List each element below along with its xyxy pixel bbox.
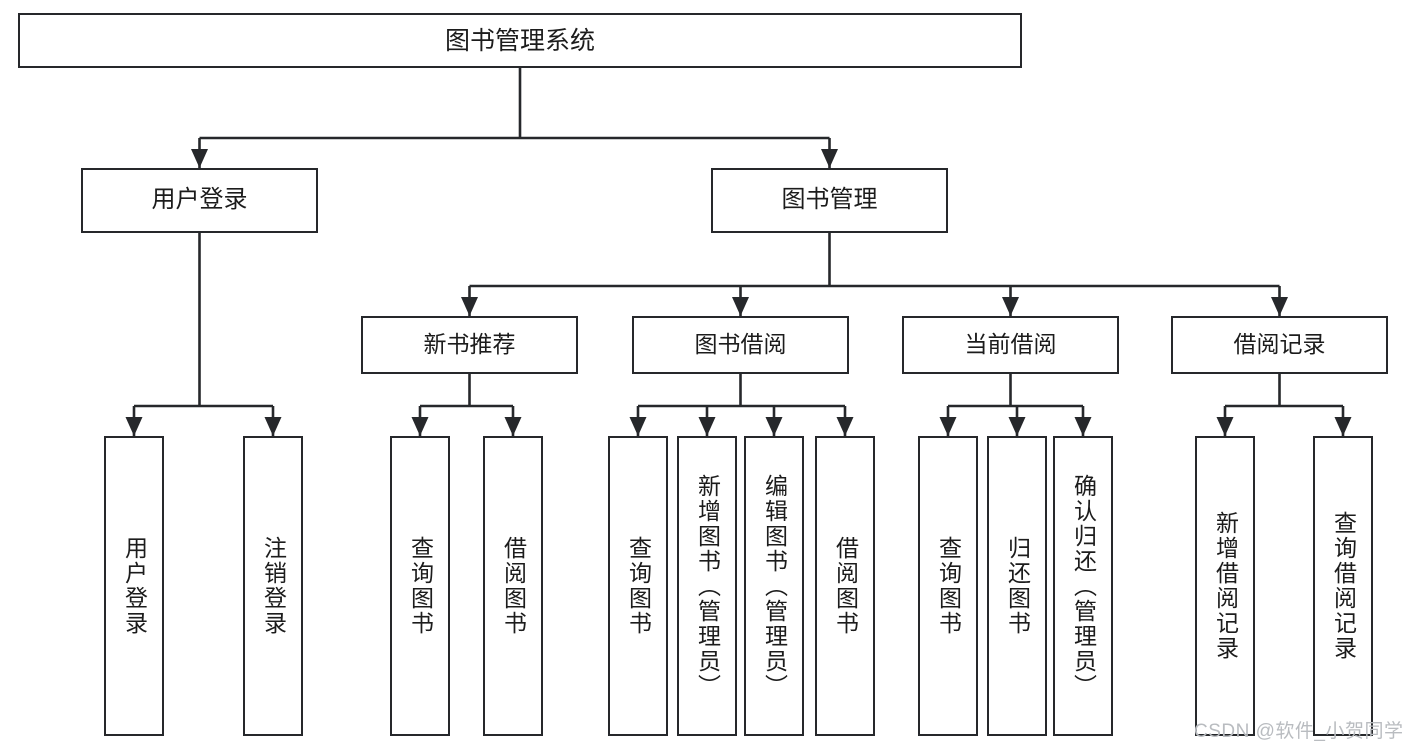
arrowhead-leaf-return-book xyxy=(1008,417,1026,436)
arrowhead-leaf-borrow-book-2 xyxy=(836,417,854,436)
node-label-book-manage: 图书管理 xyxy=(781,186,878,214)
node-label-leaf-borrow-book-1: 借阅图书 xyxy=(500,536,527,636)
node-label-leaf-query-book-3: 查询图书 xyxy=(935,536,962,636)
arrowhead-book-borrow xyxy=(732,297,749,316)
arrowhead-leaf-query-record xyxy=(1334,417,1352,436)
node-label-leaf-return-book: 归还图书 xyxy=(1004,536,1031,636)
node-new-book-recommend[interactable]: 新书推荐 xyxy=(361,316,578,374)
arrowhead-leaf-confirm-return xyxy=(1074,417,1092,436)
node-book-borrow[interactable]: 图书借阅 xyxy=(632,316,849,374)
arrowhead-leaf-edit-book xyxy=(765,417,783,436)
node-label-leaf-borrow-book-2: 借阅图书 xyxy=(832,536,859,636)
arrowhead-borrow-record xyxy=(1271,297,1288,316)
node-label-borrow-record: 借阅记录 xyxy=(1233,331,1326,358)
node-leaf-edit-book[interactable]: 编辑图书（管理员） xyxy=(744,436,804,736)
node-leaf-borrow-book-2[interactable]: 借阅图书 xyxy=(815,436,875,736)
node-leaf-return-book[interactable]: 归还图书 xyxy=(987,436,1047,736)
node-leaf-confirm-return[interactable]: 确认归还（管理员） xyxy=(1053,436,1113,736)
arrowhead-user-login xyxy=(191,149,208,168)
node-leaf-user-login[interactable]: 用户登录 xyxy=(104,436,164,736)
arrowhead-leaf-query-book-3 xyxy=(939,417,957,436)
node-label-leaf-edit-book: 编辑图书（管理员） xyxy=(761,473,788,699)
node-root[interactable]: 图书管理系统 xyxy=(18,13,1022,68)
arrowhead-leaf-add-book xyxy=(698,417,716,436)
arrowhead-new-book-recommend xyxy=(461,297,478,316)
node-label-leaf-add-record: 新增借阅记录 xyxy=(1212,511,1239,661)
node-leaf-add-book[interactable]: 新增图书（管理员） xyxy=(677,436,737,736)
arrowhead-leaf-user-login xyxy=(125,417,143,436)
node-leaf-borrow-book-1[interactable]: 借阅图书 xyxy=(483,436,543,736)
node-label-root: 图书管理系统 xyxy=(444,26,595,55)
node-label-leaf-query-book-2: 查询图书 xyxy=(625,536,652,636)
node-label-book-borrow: 图书借阅 xyxy=(694,331,787,358)
node-label-leaf-user-login: 用户登录 xyxy=(121,536,148,636)
node-label-leaf-query-record: 查询借阅记录 xyxy=(1330,511,1357,661)
node-label-current-borrow: 当前借阅 xyxy=(964,331,1057,358)
node-label-user-login: 用户登录 xyxy=(151,186,248,214)
node-leaf-query-record[interactable]: 查询借阅记录 xyxy=(1313,436,1373,736)
arrowhead-leaf-add-record xyxy=(1216,417,1234,436)
node-label-leaf-logout-login: 注销登录 xyxy=(260,536,287,636)
node-book-manage[interactable]: 图书管理 xyxy=(711,168,948,233)
node-label-new-book-recommend: 新书推荐 xyxy=(423,331,516,358)
node-leaf-query-book-1[interactable]: 查询图书 xyxy=(390,436,450,736)
arrowhead-leaf-borrow-book-1 xyxy=(504,417,522,436)
node-label-leaf-add-book: 新增图书（管理员） xyxy=(694,473,721,699)
arrowhead-leaf-logout-login xyxy=(264,417,282,436)
watermark-text: CSDN @软件_小贺同学 xyxy=(1194,721,1404,742)
node-leaf-query-book-3[interactable]: 查询图书 xyxy=(918,436,978,736)
node-leaf-add-record[interactable]: 新增借阅记录 xyxy=(1195,436,1255,736)
node-user-login[interactable]: 用户登录 xyxy=(81,168,318,233)
node-leaf-query-book-2[interactable]: 查询图书 xyxy=(608,436,668,736)
node-label-leaf-confirm-return: 确认归还（管理员） xyxy=(1070,473,1097,699)
arrowhead-current-borrow xyxy=(1002,297,1019,316)
arrowhead-book-manage xyxy=(821,149,838,168)
node-borrow-record[interactable]: 借阅记录 xyxy=(1171,316,1388,374)
node-label-leaf-query-book-1: 查询图书 xyxy=(407,536,434,636)
node-leaf-logout-login[interactable]: 注销登录 xyxy=(243,436,303,736)
arrowhead-leaf-query-book-2 xyxy=(629,417,647,436)
node-current-borrow[interactable]: 当前借阅 xyxy=(902,316,1119,374)
arrowhead-leaf-query-book-1 xyxy=(411,417,429,436)
